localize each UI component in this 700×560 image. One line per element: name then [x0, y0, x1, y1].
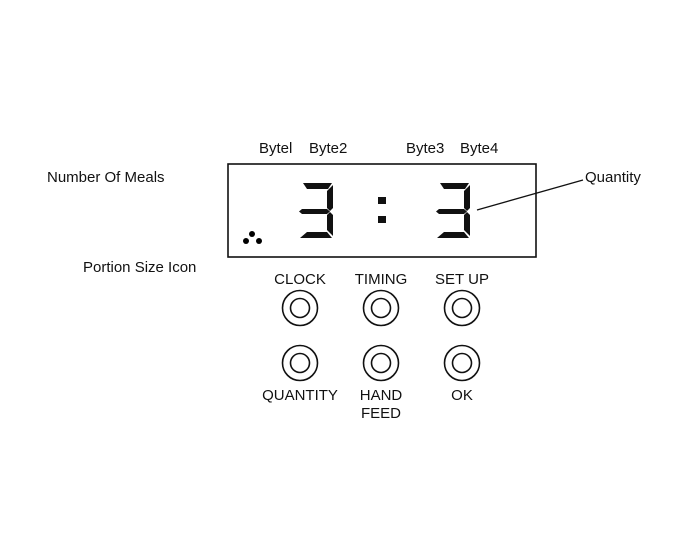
byte2-label: Byte2 — [309, 140, 347, 157]
quantity-button-label: QUANTITY — [262, 387, 338, 404]
number-of-meals-label: Number Of Meals — [47, 169, 165, 186]
quantity-leader-line — [476, 179, 584, 211]
hand-feed-button-label-line1: HAND — [360, 387, 403, 404]
timing-button[interactable] — [362, 289, 400, 327]
ok-button-label: OK — [451, 387, 473, 404]
byte4-label: Byte4 — [460, 140, 498, 157]
quantity-button[interactable] — [281, 344, 319, 382]
hand-feed-button-label-line2: FEED — [361, 405, 401, 422]
clock-button-label: CLOCK — [274, 271, 326, 288]
lcd-display — [227, 163, 537, 258]
ok-button[interactable] — [443, 344, 481, 382]
hand-feed-button[interactable] — [362, 344, 400, 382]
right-digit-3 — [436, 183, 470, 238]
left-digit-3 — [299, 183, 333, 238]
portion-size-icon — [243, 231, 262, 244]
quantity-label: Quantity — [585, 169, 641, 186]
timing-button-label: TIMING — [355, 271, 408, 288]
portion-size-icon-label: Portion Size Icon — [83, 259, 196, 276]
clock-button[interactable] — [281, 289, 319, 327]
setup-button-label: SET UP — [435, 271, 489, 288]
colon-separator — [378, 197, 386, 223]
setup-button[interactable] — [443, 289, 481, 327]
byte3-label: Byte3 — [406, 140, 444, 157]
byte1-label: Bytel — [259, 140, 292, 157]
